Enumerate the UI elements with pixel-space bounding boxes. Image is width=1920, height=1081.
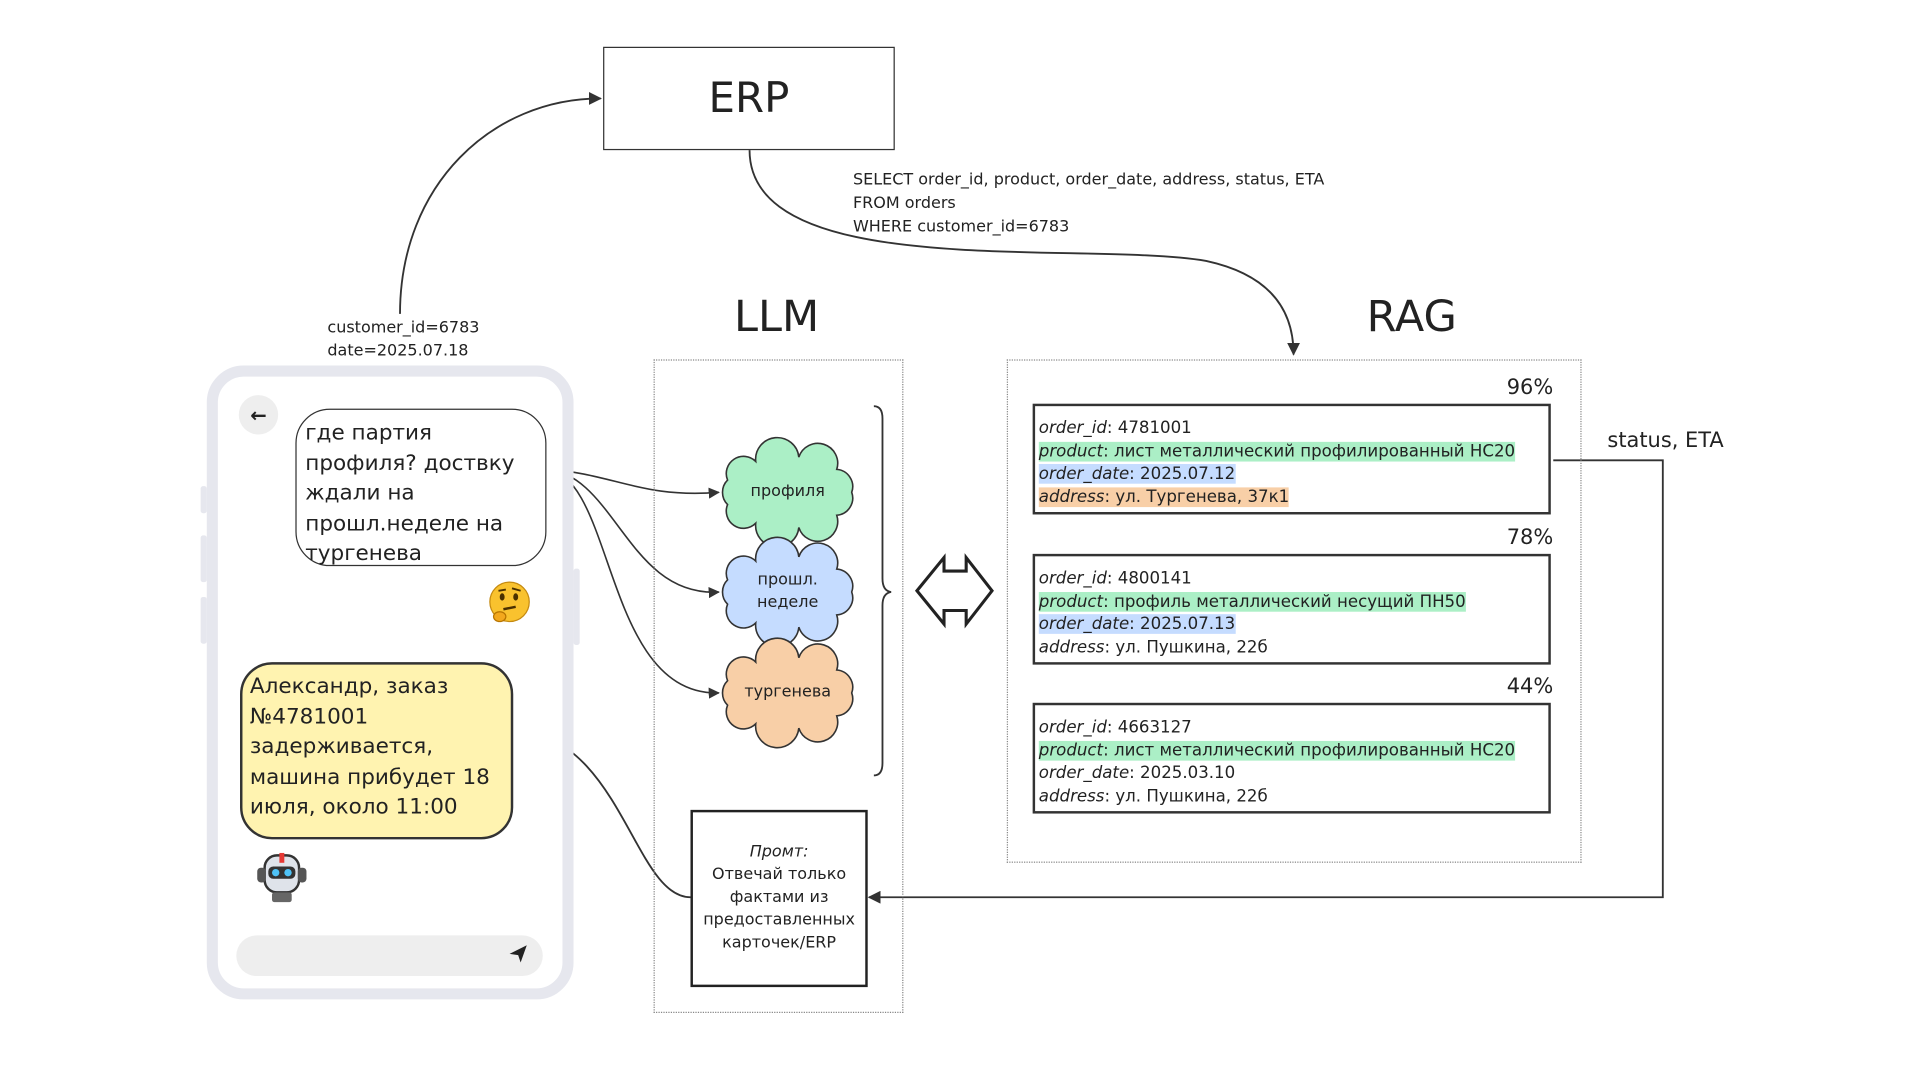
card-field-address: address: ул. Тургенева, 37к1: [1038, 487, 1290, 507]
prompt-heading: Промт:: [749, 842, 809, 861]
relevance-score: 44%: [1506, 674, 1554, 700]
prompt-line: карточек/ERP: [722, 934, 837, 953]
arrow-rag-to-prompt: [867, 459, 1664, 904]
status-eta-label: status, ETA: [1607, 428, 1724, 453]
robot-avatar-icon: [257, 852, 307, 903]
card-field-order-date: order_date: 2025.07.12: [1038, 464, 1236, 484]
sql-line: WHERE customer_id=6783: [852, 217, 1070, 237]
card-field-order-date: order_date: 2025.03.10: [1038, 763, 1236, 784]
card-field-product: product: лист металлический профилирован…: [1038, 740, 1516, 761]
param-line: customer_id=6783: [327, 318, 480, 338]
prompt-line: предоставленных: [703, 911, 855, 930]
llm-title: LLM: [734, 292, 820, 343]
entity-cloud: [721, 436, 854, 548]
bot-message: Александр, заказ №4781001 задерживается,…: [240, 662, 514, 840]
entity-label: тургенева: [744, 683, 832, 702]
prompt-line: Отвечай только: [712, 865, 847, 884]
card-field-product: product: лист металлический профилирован…: [1038, 441, 1516, 462]
double-arrow-icon: [914, 553, 994, 629]
arrow-erp-to-rag: [748, 150, 1301, 356]
erp-label: ERP: [708, 73, 790, 124]
sql-line: SELECT order_id, product, order_date, ad…: [852, 171, 1325, 190]
message-input[interactable]: [236, 935, 543, 977]
user-message: где партия профиля? доствку ждали на про…: [295, 408, 547, 567]
prompt-line: фактами из: [729, 888, 829, 907]
sql-query: SELECT order_id, product, order_date, ad…: [853, 169, 1324, 239]
card-field-order-id: order_id: 4663127: [1038, 717, 1192, 738]
arrow-phone-to-erp: [399, 92, 602, 314]
card-field-address: address: ул. Пушкина, 22б: [1038, 637, 1268, 657]
entity-cloud: [721, 637, 854, 749]
entity-label: профиля: [750, 482, 825, 501]
brace: [873, 405, 892, 777]
entity-label: прошл.неделе: [757, 571, 819, 612]
card-field-order-id: order_id: 4800141: [1038, 568, 1192, 589]
phone-button: [200, 486, 207, 514]
entity-cloud: [721, 536, 854, 648]
rag-title: RAG: [1366, 292, 1457, 343]
card-field-order-date: order_date: 2025.07.13: [1038, 614, 1236, 635]
card-field-address: address: ул. Пушкина, 22б: [1038, 786, 1268, 806]
card-field-product: product: профиль металлический несущий П…: [1038, 591, 1466, 612]
relevance-score: 78%: [1506, 525, 1554, 551]
erp-box: ERP: [603, 46, 895, 151]
phone-button: [573, 568, 580, 645]
llm-container: [653, 359, 904, 1013]
prompt-box: Промт: Отвечай только фактами из предост…: [690, 809, 868, 988]
request-params: customer_id=6783 date=2025.07.18: [327, 316, 479, 363]
relevance-score: 96%: [1506, 375, 1554, 401]
arrow-left-icon: ←: [250, 403, 267, 427]
card-field-order-id: order_id: 4781001: [1038, 418, 1192, 439]
sql-line: FROM orders: [852, 194, 956, 213]
rag-container: [1006, 359, 1582, 863]
send-icon[interactable]: [508, 944, 528, 964]
phone-button: [200, 535, 207, 583]
back-button[interactable]: ←: [238, 395, 279, 435]
phone-button: [200, 596, 207, 644]
param-line: date=2025.07.18: [327, 342, 469, 361]
thinking-emoji-icon: [489, 581, 530, 623]
